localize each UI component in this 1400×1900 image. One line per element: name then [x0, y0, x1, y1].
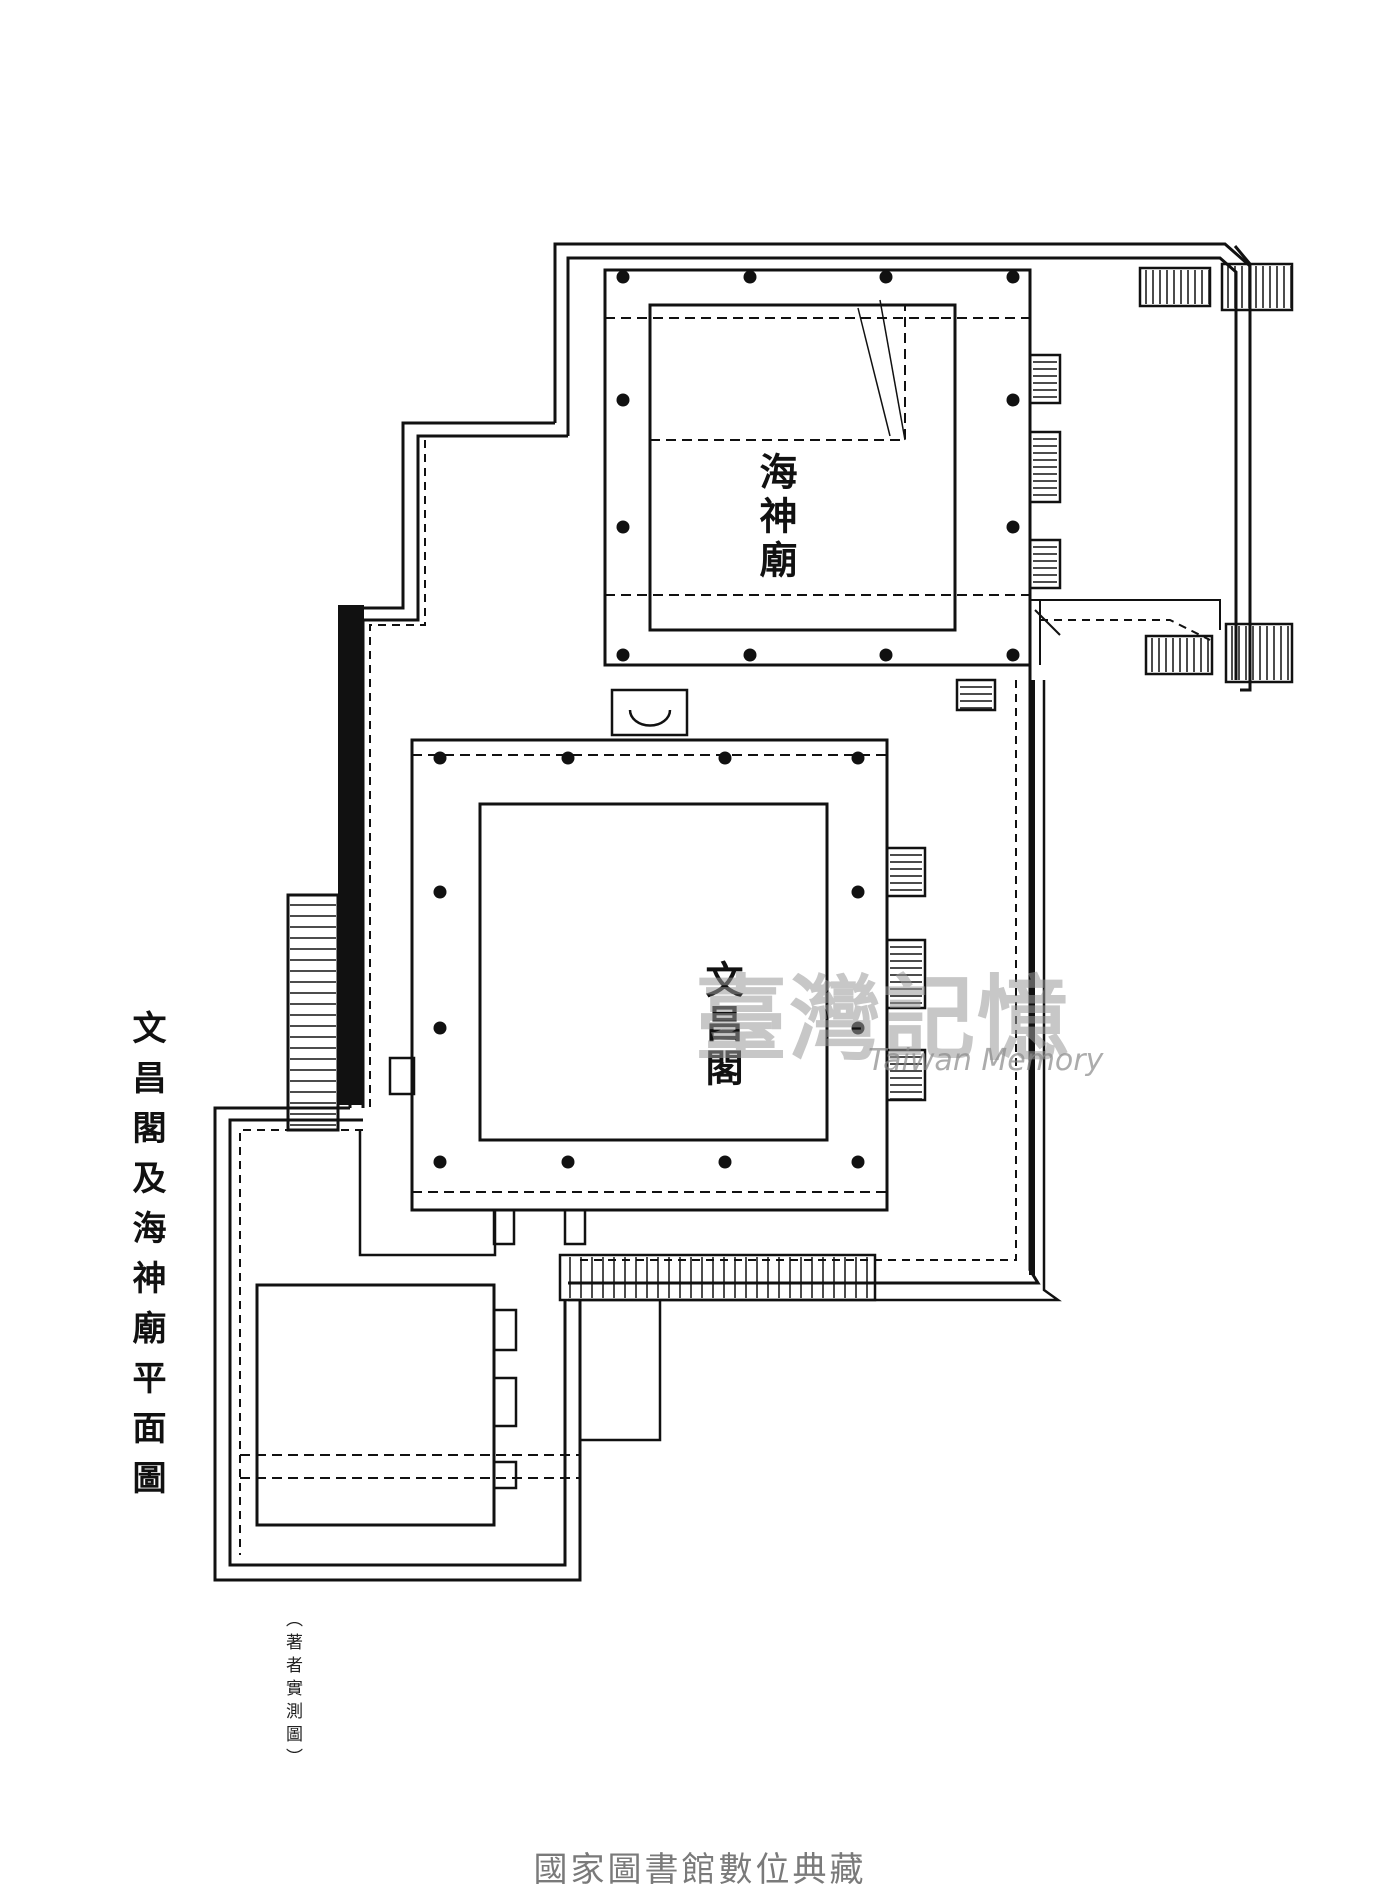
column-post [561, 751, 575, 765]
column-post [1006, 270, 1020, 284]
column-post [616, 520, 630, 534]
middle-outer-wall [348, 421, 555, 1108]
column-post [743, 648, 757, 662]
lower-hall-room [255, 1283, 496, 1527]
footer-credit: 國家圖書館數位典藏 [533, 1850, 867, 1890]
column-post [433, 1021, 447, 1035]
column-post [879, 648, 893, 662]
diagram-title: 文昌閣及海神廟平面圖 [126, 1010, 166, 1510]
wenchang-hall-room [478, 802, 829, 1142]
column-post [561, 1155, 575, 1169]
column-post [616, 270, 630, 284]
column-post [718, 751, 732, 765]
column-post [1006, 393, 1020, 407]
column-post [433, 751, 447, 765]
room-label-wenchang: 文昌閣 [699, 960, 744, 1092]
column-post [616, 648, 630, 662]
column-post [851, 751, 865, 765]
haishen-outer-wall [553, 242, 1252, 692]
column-post [851, 1155, 865, 1169]
column-post [879, 270, 893, 284]
column-post [718, 1155, 732, 1169]
column-post [851, 1021, 865, 1035]
column-post [433, 1155, 447, 1169]
column-post [1006, 520, 1020, 534]
haishen-hall-platform [603, 268, 1032, 667]
column-post [743, 270, 757, 284]
diagram-note: （著者實測圖） [282, 1610, 302, 1771]
left-staircase [286, 893, 340, 1132]
column-post [616, 393, 630, 407]
watermark-logo-text: 臺灣記憶 [695, 965, 1072, 1073]
column-post [433, 885, 447, 899]
column-post [851, 885, 865, 899]
room-label-haishen: 海神廟 [753, 452, 798, 584]
haishen-hall-room [648, 303, 957, 632]
lower-outer-wall [213, 1106, 582, 1582]
watermark-subtitle: Taiwan Memory [868, 1043, 1104, 1078]
haishen-inner-wall [566, 256, 1238, 680]
column-post [1006, 648, 1020, 662]
bottom-staircase [558, 1253, 877, 1302]
